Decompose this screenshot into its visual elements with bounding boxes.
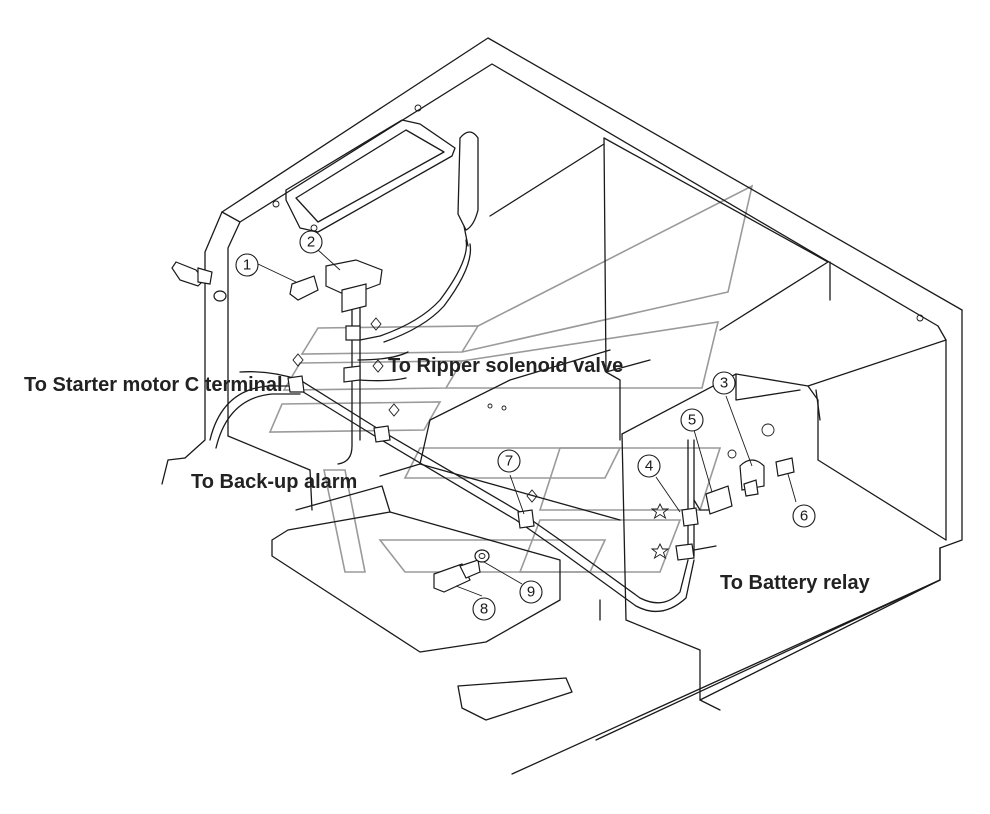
wiring-harness xyxy=(209,289,717,613)
callout-4-number: 4 xyxy=(645,458,653,475)
component-parts xyxy=(171,259,795,593)
callout-8: 8 xyxy=(472,597,496,621)
label-battery-relay: To Battery relay xyxy=(720,572,871,594)
label-ripper-solenoid: To Ripper solenoid valve xyxy=(388,355,623,377)
callout-5-number: 5 xyxy=(688,412,696,429)
callout-5: 5 xyxy=(680,408,704,432)
callout-leaders xyxy=(257,249,797,597)
callout-3: 3 xyxy=(712,371,736,395)
callout-9: 9 xyxy=(519,580,543,604)
callout-4: 4 xyxy=(637,454,661,478)
callout-3-number: 3 xyxy=(720,375,728,392)
callout-6-number: 6 xyxy=(800,508,808,525)
shift-lever xyxy=(359,131,479,343)
cab-structure xyxy=(161,37,963,775)
label-starter-motor: To Starter motor C terminal xyxy=(24,374,283,396)
callout-2-number: 2 xyxy=(307,234,315,251)
watermark-logo xyxy=(268,184,754,573)
callout-1: 1 xyxy=(235,253,259,277)
callout-2: 2 xyxy=(299,230,323,254)
callout-8-number: 8 xyxy=(480,601,488,618)
callout-1-number: 1 xyxy=(243,257,251,274)
callout-9-number: 9 xyxy=(527,584,535,601)
label-backup-alarm: To Back-up alarm xyxy=(191,471,357,493)
callout-6: 6 xyxy=(792,504,816,528)
callout-7: 7 xyxy=(497,449,521,473)
callout-7-number: 7 xyxy=(505,453,513,470)
